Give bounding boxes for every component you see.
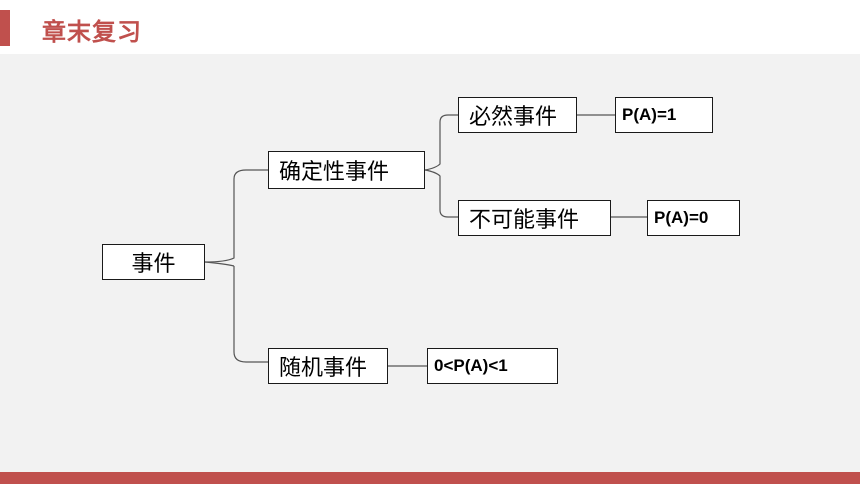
root-brace-lower [233, 266, 268, 363]
root-brace [204, 169, 268, 263]
root-node: 事件 [102, 244, 205, 280]
deterministic-node-label: 确定性事件 [279, 160, 390, 185]
deterministic-brace [424, 114, 458, 171]
impossible-probability-label: P(A)=0 [654, 208, 709, 227]
certain-node-label: 必然事件 [469, 105, 558, 130]
header-accent-bar [0, 10, 10, 46]
impossible-node-label: 不可能事件 [469, 208, 580, 233]
random-node-label: 随机事件 [279, 356, 368, 381]
footer-accent-bar [0, 472, 860, 484]
certain-node: 必然事件 [458, 97, 577, 133]
impossible-node: 不可能事件 [458, 200, 611, 236]
certain-probability-node: P(A)=1 [615, 97, 713, 133]
slide-title: 章末复习 [42, 18, 142, 46]
random-probability-node: 0<P(A)<1 [427, 348, 558, 384]
slide-content: 事件 确定性事件 必然事件 P(A)=1 不可能事件 P(A)=0 随机事件 0… [0, 54, 860, 472]
root-node-label: 事件 [131, 252, 176, 277]
slide-header: 章末复习 [0, 0, 860, 54]
random-node: 随机事件 [268, 348, 388, 384]
connector-lines [204, 114, 647, 367]
root-brace-tip [204, 261, 235, 267]
deterministic-node: 确定性事件 [268, 151, 425, 189]
certain-probability-label: P(A)=1 [622, 105, 677, 124]
random-probability-label: 0<P(A)<1 [434, 356, 508, 375]
deterministic-brace-lower [424, 169, 458, 218]
impossible-probability-node: P(A)=0 [647, 200, 740, 236]
